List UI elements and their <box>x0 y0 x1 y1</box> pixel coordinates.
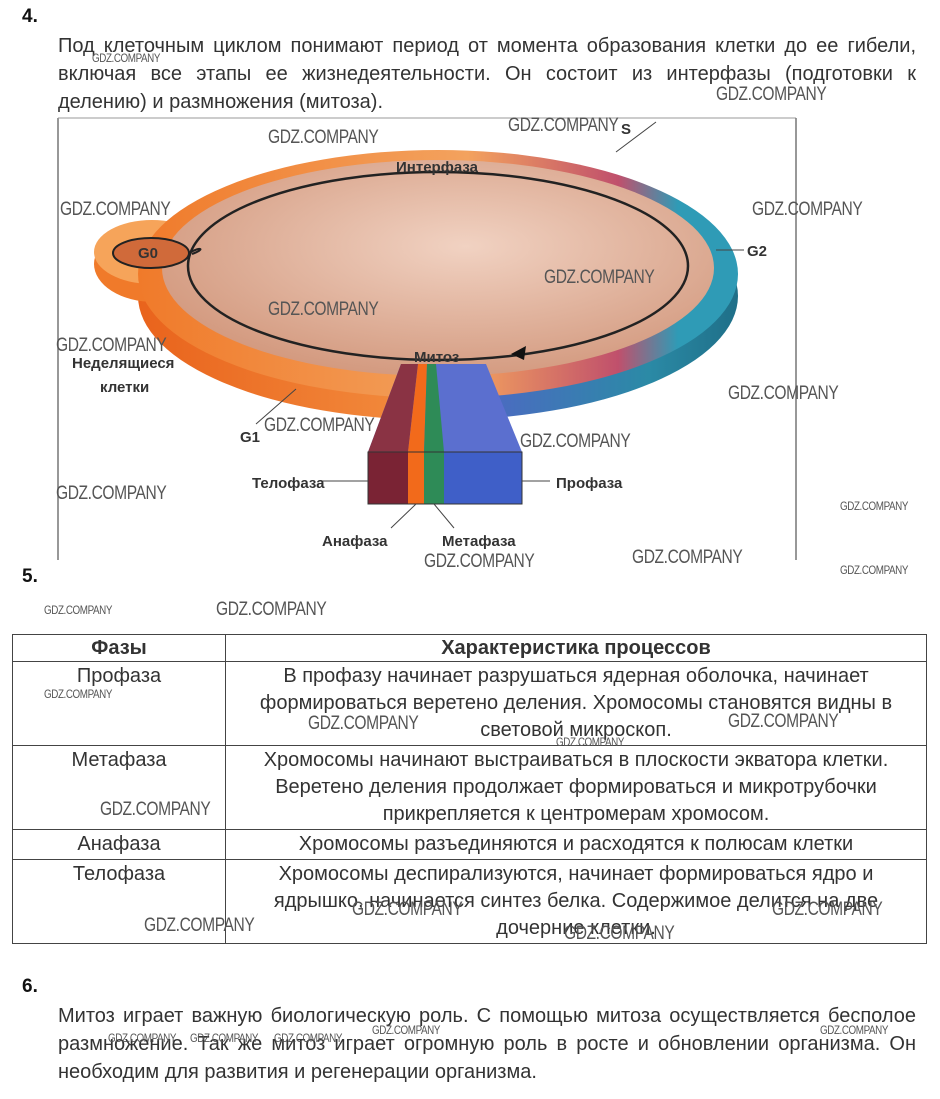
phase-cell: Профаза <box>12 661 226 746</box>
watermark: GDZ.COMPANY <box>308 713 419 734</box>
table-row: Анафаза Хромосомы разъединяются и расход… <box>12 829 927 860</box>
watermark: GDZ.COMPANY <box>56 483 167 504</box>
label-mitosis: Митоз <box>414 349 459 366</box>
watermark: GDZ.COMPANY <box>840 499 909 513</box>
watermark: GDZ.COMPANY <box>520 431 631 452</box>
watermark: GDZ.COMPANY <box>100 799 211 820</box>
metaphase-wedge <box>424 364 444 452</box>
description-cell: Хромосомы деспирализуются, начинает форм… <box>225 859 927 944</box>
g0-connector <box>188 247 202 255</box>
telophase-wedge <box>368 364 418 452</box>
anaphase-block <box>408 452 424 504</box>
table-row: Профаза В профазу начинает разрушаться я… <box>12 661 927 746</box>
watermark: GDZ.COMPANY <box>716 84 827 105</box>
description-cell: В профазу начинает разрушаться ядерная о… <box>225 661 927 746</box>
watermark: GDZ.COMPANY <box>840 563 909 577</box>
phase-cell: Анафаза <box>12 829 226 860</box>
watermark: GDZ.COMPANY <box>264 415 375 436</box>
label-interphase: Интерфаза <box>396 159 479 176</box>
metaphase-block <box>424 452 444 504</box>
watermark: GDZ.COMPANY <box>44 687 113 701</box>
g1-leader <box>255 388 297 425</box>
label-g1: G1 <box>240 429 260 446</box>
label-g0: G0 <box>138 245 158 262</box>
label-nondividing-1: Неделящиеся <box>72 355 174 372</box>
cycle-path <box>186 170 690 362</box>
watermark: GDZ.COMPANY <box>556 735 625 749</box>
watermark: GDZ.COMPANY <box>268 127 379 148</box>
header-phases: Фазы <box>12 634 226 662</box>
watermark: GDZ.COMPANY <box>752 199 863 220</box>
phase-cell: Метафаза <box>12 745 226 830</box>
description-cell: Хромосомы начинают выстраиваться в плоск… <box>225 745 927 830</box>
section-4-number: 4. <box>22 6 38 27</box>
phases-table: Фазы Характеристика процессов Профаза В … <box>12 634 927 944</box>
label-metaphase: Метафаза <box>442 533 516 550</box>
table-header-row: Фазы Характеристика процессов <box>12 634 927 662</box>
mitosis-block-outline <box>367 451 523 505</box>
label-s: S <box>621 121 631 138</box>
watermark: GDZ.COMPANY <box>216 599 327 620</box>
section-5-number: 5. <box>22 566 38 587</box>
watermark: GDZ.COMPANY <box>190 1031 259 1045</box>
watermark: GDZ.COMPANY <box>728 711 839 732</box>
label-g2: G2 <box>747 243 767 260</box>
phase-cell: Телофаза <box>12 859 226 944</box>
cycle-arrow <box>511 346 526 360</box>
watermark: GDZ.COMPANY <box>352 899 463 920</box>
watermark: GDZ.COMPANY <box>728 383 839 404</box>
watermark: GDZ.COMPANY <box>92 51 161 65</box>
watermark: GDZ.COMPANY <box>268 299 379 320</box>
section-4-text: Под клеточным циклом понимают период от … <box>58 35 916 113</box>
anaphase-wedge <box>408 364 427 452</box>
watermark: GDZ.COMPANY <box>144 915 255 936</box>
label-prophase: Профаза <box>556 475 623 492</box>
table-row: Метафаза Хромосомы начинают выстраиватьс… <box>12 745 927 830</box>
table-row: Телофаза Хромосомы деспирализуются, начи… <box>12 859 927 944</box>
label-telophase: Телофаза <box>252 475 325 492</box>
watermark: GDZ.COMPANY <box>108 1031 177 1045</box>
watermark: GDZ.COMPANY <box>424 551 535 572</box>
section-6-text: Митоз играет важную биологическую роль. … <box>58 1005 916 1083</box>
description-cell: Хромосомы разъединяются и расходятся к п… <box>225 829 927 860</box>
telophase-block <box>368 452 408 504</box>
label-nondividing-2: клетки <box>100 379 149 396</box>
watermark: GDZ.COMPANY <box>772 899 883 920</box>
watermark: GDZ.COMPANY <box>372 1023 441 1037</box>
watermark: GDZ.COMPANY <box>820 1023 889 1037</box>
cell-cycle-diagram: S Интерфаза G0 G2 G1 Митоз Неделящиеся к… <box>56 114 798 564</box>
watermark: GDZ.COMPANY <box>274 1031 343 1045</box>
watermark: GDZ.COMPANY <box>632 547 743 568</box>
anaphase-leader <box>390 503 417 529</box>
watermark: GDZ.COMPANY <box>60 199 171 220</box>
s-leader <box>615 121 657 153</box>
watermark: GDZ.COMPANY <box>44 603 113 617</box>
disc-interior <box>162 160 714 376</box>
header-characteristics: Характеристика процессов <box>225 634 927 662</box>
watermark: GDZ.COMPANY <box>56 335 167 356</box>
label-anaphase: Анафаза <box>322 533 388 550</box>
section-6-number: 6. <box>22 976 38 997</box>
watermark: GDZ.COMPANY <box>508 115 619 136</box>
watermark: GDZ.COMPANY <box>564 923 675 944</box>
watermark: GDZ.COMPANY <box>544 267 655 288</box>
metaphase-leader <box>433 503 455 529</box>
